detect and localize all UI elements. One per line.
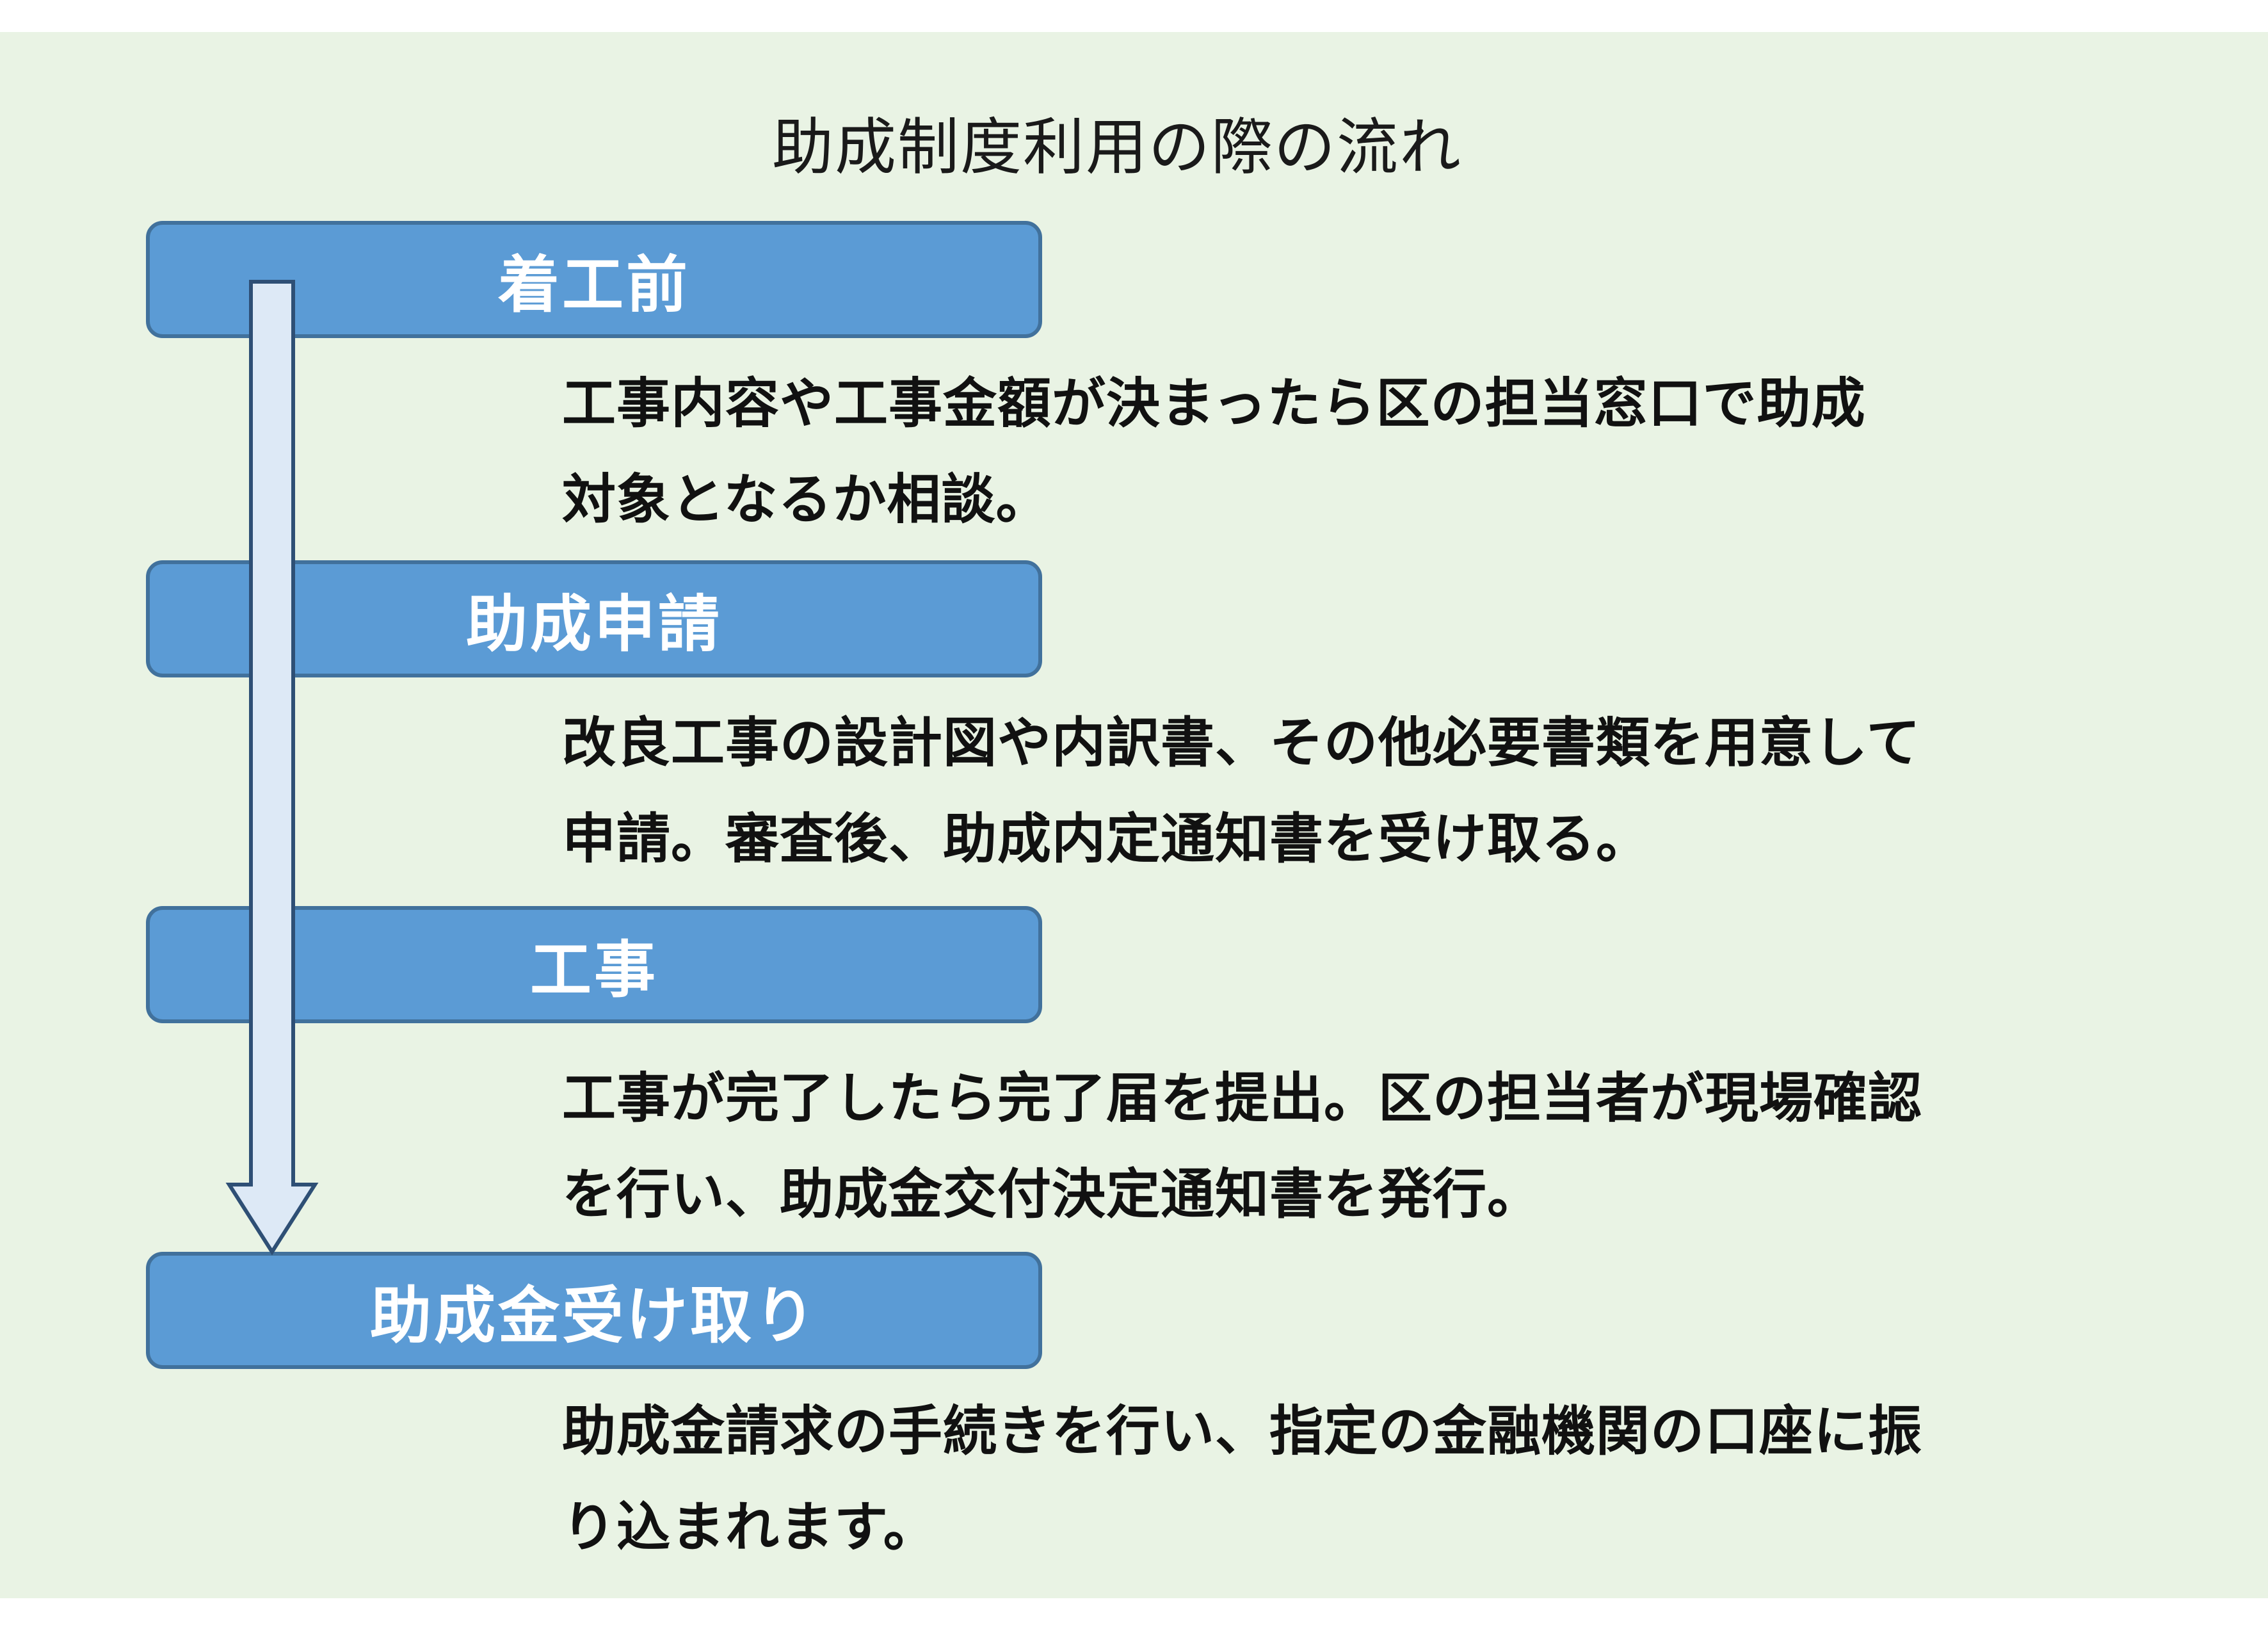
step-description-line: り込まれます。 [562,1496,938,1559]
step-label: 着工前 [498,249,690,321]
step-description-line: 工事が完了したら完了届を提出。区の担当者が現場確認 [562,1067,1923,1130]
step-description: 工事内容や工事金額が決まったら区の担当窓口で助成 対象となるか相談。 [562,355,2047,547]
step-label: 助成金受け取り [370,1280,818,1352]
step-box-construction: 工事 [146,906,1042,1023]
step-description-line: 申請。審査後、助成内定通知書を受け取る。 [562,807,1651,870]
step-box-application: 助成申請 [146,560,1042,677]
step-description: 助成金請求の手続きを行い、指定の金融機関の口座に振 り込まれます。 [562,1383,2047,1575]
step-label: 助成申請 [466,588,722,660]
step-description-line: 助成金請求の手続きを行い、指定の金融機関の口座に振 [562,1400,1923,1462]
step-label: 工事 [530,934,658,1006]
step-description-line: 工事内容や工事金額が決まったら区の担当窓口で助成 [562,372,1866,435]
step-description: 工事が完了したら完了届を提出。区の担当者が現場確認 を行い、助成金交付決定通知書… [562,1050,2047,1242]
step-box-receive-subsidy: 助成金受け取り [146,1252,1042,1369]
step-description: 改良工事の設計図や内訳書、その他必要書類を用意して 申請。審査後、助成内定通知書… [562,695,2047,887]
step-description-line: を行い、助成金交付決定通知書を発行。 [562,1163,1542,1226]
step-description-line: 改良工事の設計図や内訳書、その他必要書類を用意して [562,711,1921,774]
diagram-title: 助成制度利用の際の流れ [772,111,1462,183]
step-description-line: 対象となるか相談。 [562,468,1050,531]
step-box-before-construction: 着工前 [146,221,1042,338]
